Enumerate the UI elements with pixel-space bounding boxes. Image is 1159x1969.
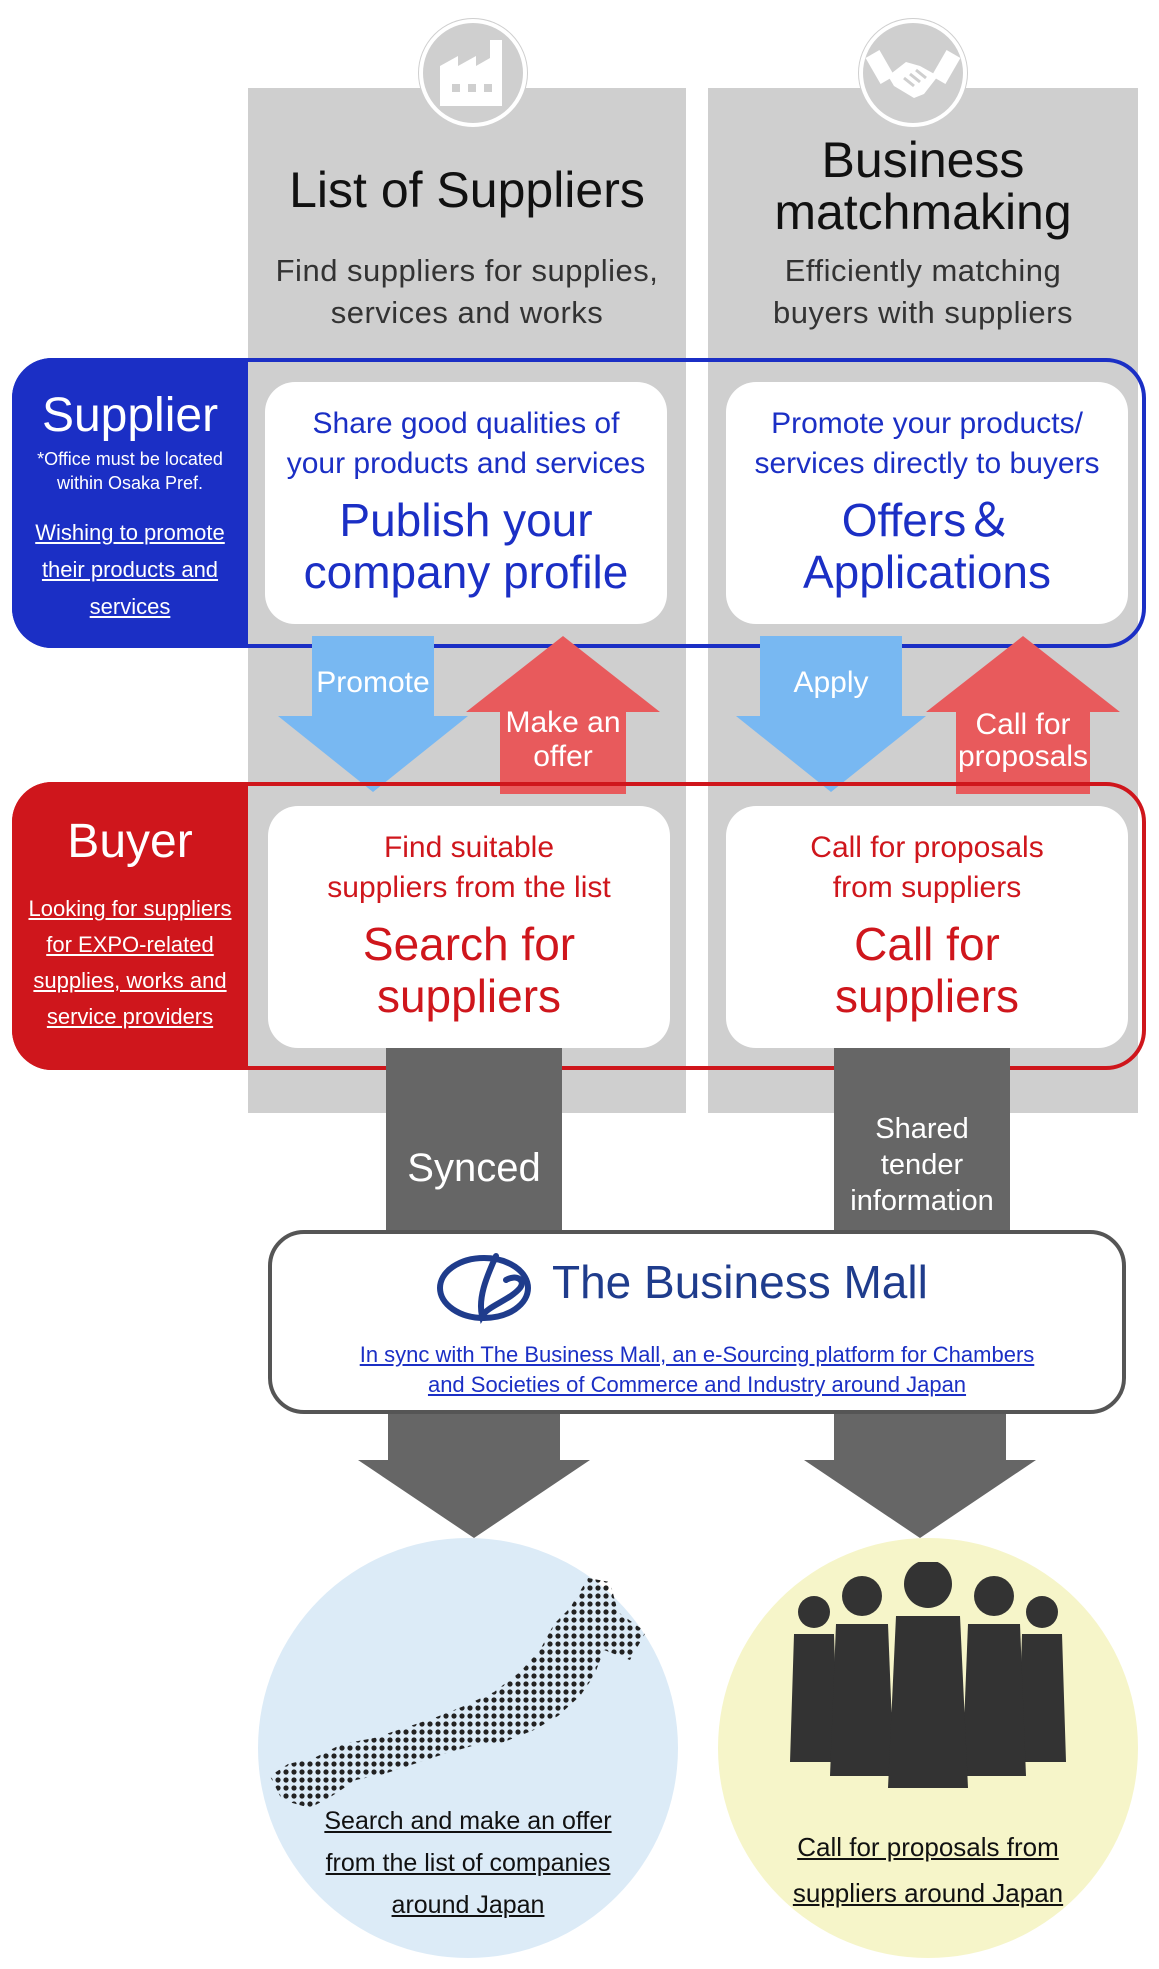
offers-sub-1: Promote your products/ <box>771 407 1083 440</box>
publish-profile-card[interactable]: Share good qualities of your products an… <box>265 382 667 624</box>
buyer-side-panel <box>12 782 248 1070</box>
make-offer-label-2: offer <box>533 740 593 773</box>
promote-label: Promote <box>316 666 430 699</box>
supplier-side-panel <box>12 358 248 648</box>
call-suppliers-card[interactable]: Call for proposals from suppliers Call f… <box>726 806 1128 1048</box>
offers-main-1: Offers＆ <box>841 494 1013 546</box>
buyer-title: Buyer <box>67 815 193 868</box>
right-down-arrow <box>804 1414 1036 1538</box>
supplier-note-2: within Osaka Pref. <box>56 473 204 493</box>
shared-label-2: tender <box>880 1149 964 1181</box>
offers-sub-2: services directly to buyers <box>754 447 1100 480</box>
offers-main-2: Applications <box>802 546 1052 598</box>
bottom-left-text-2[interactable]: from the list of companies <box>325 1849 611 1877</box>
business-mall-logo-icon <box>437 1253 531 1324</box>
search-sub-1: Find suitable <box>383 831 555 864</box>
call-main-2: suppliers <box>834 970 1020 1022</box>
bottom-right-text-1[interactable]: Call for proposals from <box>797 1832 1059 1862</box>
suppliers-list-title: List of Suppliers <box>289 162 645 218</box>
shared-connector <box>834 1048 1010 1236</box>
search-main-2: suppliers <box>376 970 562 1022</box>
matchmaking-title-2: matchmaking <box>774 184 1072 240</box>
call-sub-1: Call for proposals <box>810 831 1044 864</box>
shared-label-1: Shared <box>875 1113 969 1145</box>
matchmaking-title-1: Business <box>821 132 1025 188</box>
search-sub-2: suppliers from the list <box>327 871 611 904</box>
left-down-arrow <box>358 1414 590 1538</box>
business-mall-desc-1[interactable]: In sync with The Business Mall, an e-Sou… <box>359 1342 1035 1367</box>
publish-profile-sub-2: your products and services <box>286 447 646 480</box>
business-people-icon <box>790 1562 1066 1788</box>
buyer-link-1[interactable]: Looking for suppliers <box>28 896 232 921</box>
business-mall-name: The Business Mall <box>552 1256 928 1308</box>
buyer-link-4[interactable]: service providers <box>46 1004 214 1029</box>
make-offer-label-1: Make an <box>505 706 621 739</box>
business-mall-desc-2[interactable]: and Societies of Commerce and Industry a… <box>427 1372 967 1397</box>
supplier-link-1[interactable]: Wishing to promote <box>35 520 225 545</box>
call-main-1: Call for <box>854 918 1000 970</box>
shared-label-3: information <box>850 1185 994 1217</box>
publish-profile-main-2: company profile <box>303 546 629 598</box>
publish-profile-main-1: Publish your <box>339 494 593 546</box>
synced-label: Synced <box>407 1146 541 1190</box>
suppliers-list-subtitle-1: Find suppliers for supplies, <box>275 253 659 288</box>
publish-profile-sub-1: Share good qualities of <box>312 407 620 440</box>
call-proposals-arrow <box>926 636 1120 794</box>
promote-arrow <box>278 636 468 792</box>
japan-map-icon <box>270 1578 646 1808</box>
make-offer-arrow <box>466 636 660 794</box>
matchmaking-subtitle-1: Efficiently matching <box>784 253 1062 288</box>
supplier-title: Supplier <box>41 389 219 442</box>
bottom-right-text-2[interactable]: suppliers around Japan <box>792 1878 1064 1908</box>
handshake-icon <box>859 19 967 127</box>
search-main-1: Search for <box>362 918 576 970</box>
supplier-link-2[interactable]: their products and <box>41 557 219 582</box>
synced-connector <box>386 1048 562 1236</box>
apply-label: Apply <box>793 666 869 699</box>
buyer-link-2[interactable]: for EXPO-related <box>46 932 214 957</box>
business-mall-box <box>268 1230 1126 1414</box>
call-proposals-label-1: Call for <box>975 708 1071 741</box>
apply-arrow <box>736 636 926 792</box>
call-sub-2: from suppliers <box>832 871 1022 904</box>
matchmaking-subtitle-2: buyers with suppliers <box>773 295 1073 330</box>
supplier-link-3[interactable]: services <box>89 594 171 619</box>
supplier-note-1: *Office must be located <box>37 449 223 469</box>
call-proposals-label-2: proposals <box>957 740 1089 773</box>
bottom-left-text-1[interactable]: Search and make an offer <box>324 1807 612 1835</box>
offers-applications-card[interactable]: Promote your products/ services directly… <box>726 382 1128 624</box>
buyer-link-3[interactable]: supplies, works and <box>33 968 227 993</box>
bottom-left-text-3[interactable]: around Japan <box>391 1891 545 1919</box>
factory-icon <box>419 19 527 127</box>
search-suppliers-card[interactable]: Find suitable suppliers from the list Se… <box>268 806 670 1048</box>
suppliers-list-subtitle-2: services and works <box>330 295 604 330</box>
